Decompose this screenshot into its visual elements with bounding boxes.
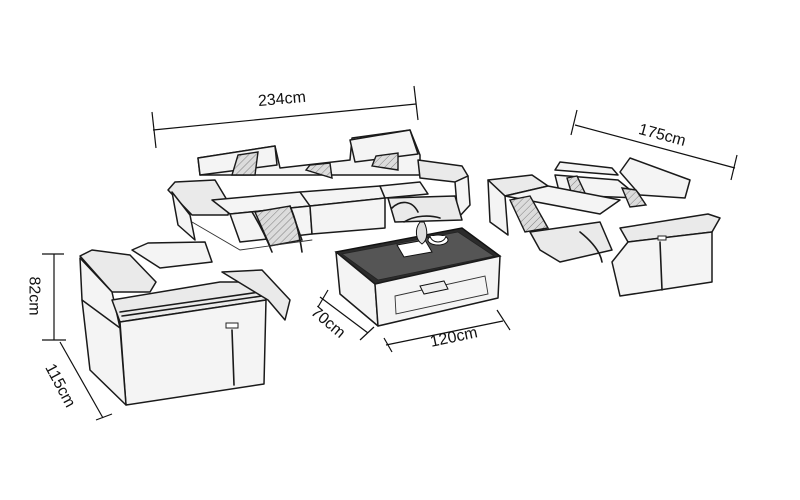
dimension-lines [42,85,738,421]
dimension-label-armchair-height: 82cm [25,276,43,316]
three-seat-sofa [167,129,471,253]
two-seat-sofa [487,157,721,297]
armchair [79,241,291,406]
coffee-table [334,221,502,327]
